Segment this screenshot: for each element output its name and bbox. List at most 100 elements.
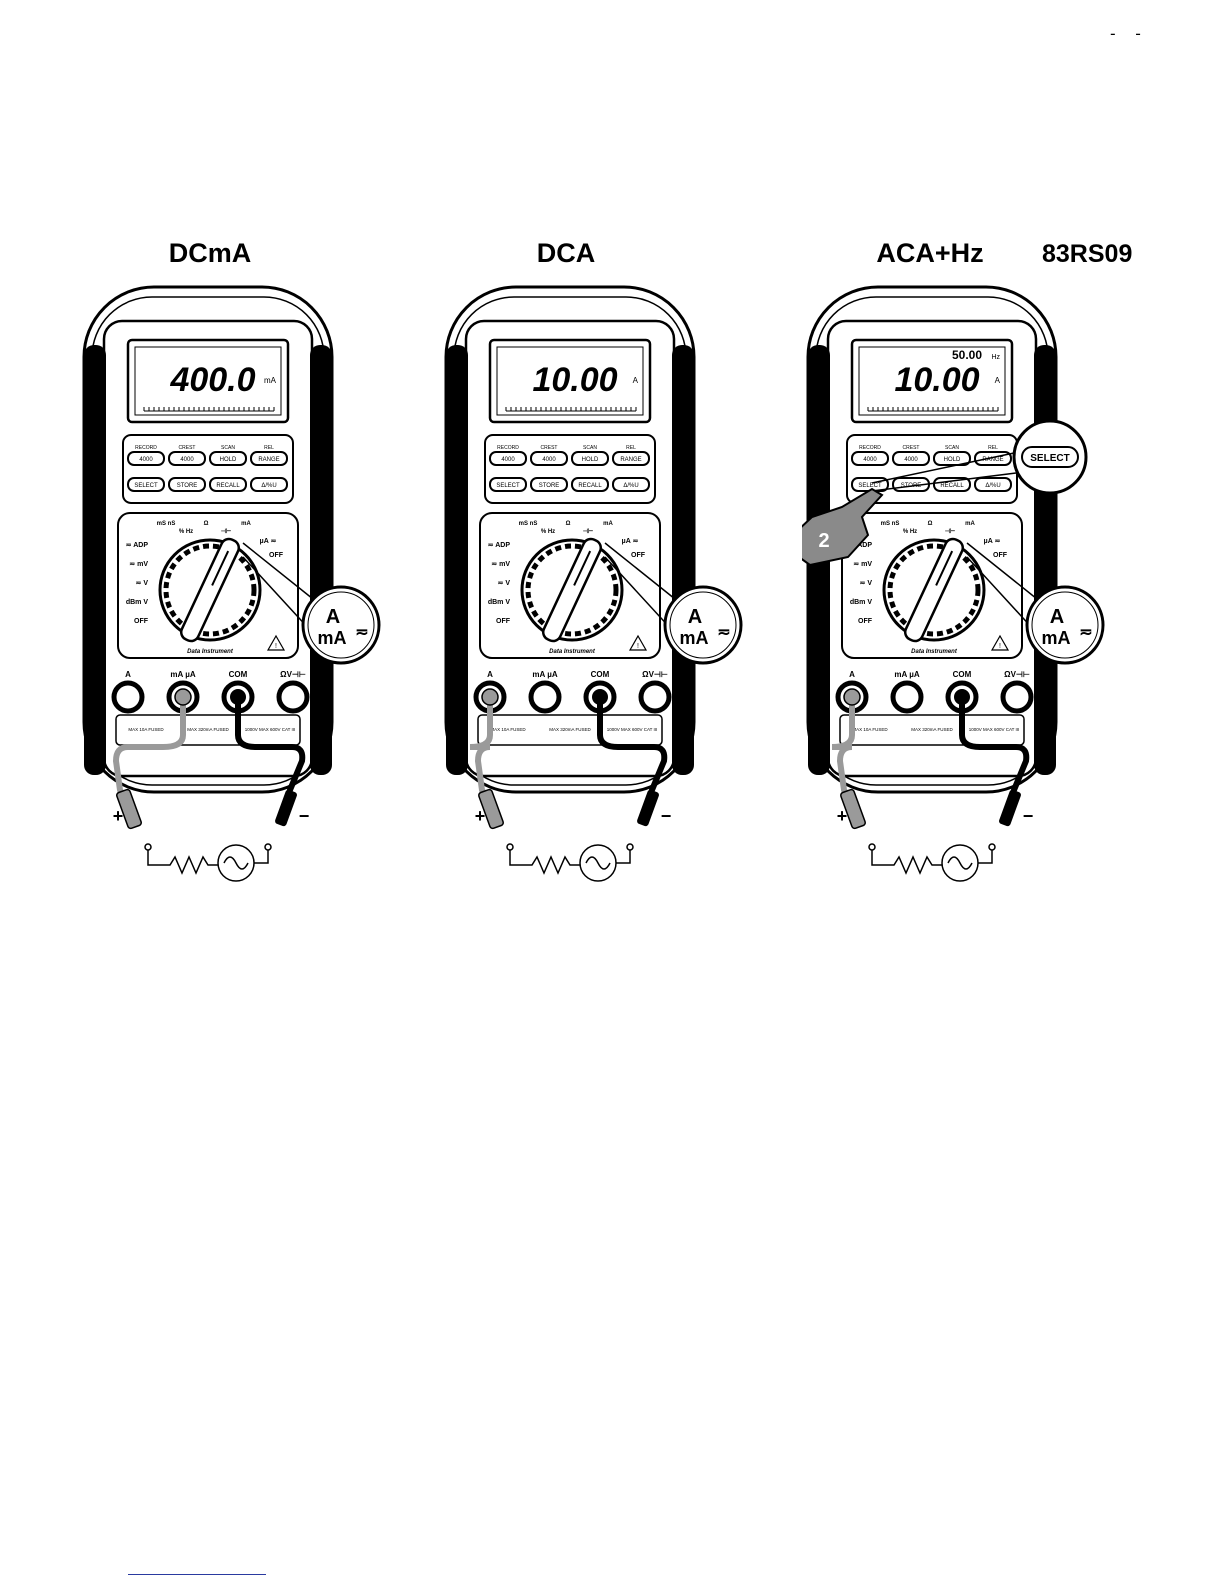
pointing-hand-icon: [802, 487, 884, 567]
probe-plus-sign: +: [475, 806, 486, 826]
lcd-unit: A: [995, 376, 1001, 385]
jack-label: mA µA: [170, 670, 195, 679]
callout-line: [242, 556, 311, 631]
probe-minus: [275, 789, 297, 827]
callout-line: [966, 556, 1035, 631]
dial-label-left: ≂ V: [498, 580, 511, 587]
keypad-button: [209, 477, 247, 492]
key-top-label: CREST: [179, 445, 196, 451]
dial-label-left: dBm V: [488, 599, 511, 606]
brand-label: Data Instrument: [911, 649, 958, 655]
ac-source-wave: [585, 856, 611, 870]
magnifier-callout: [663, 585, 743, 665]
jack-label: COM: [953, 670, 972, 679]
circuit-node: [144, 843, 152, 851]
input-jack: [890, 680, 924, 714]
probe-minus: [637, 789, 659, 827]
resistor-symbol: [147, 850, 218, 875]
brand-label: Data Instrument: [187, 649, 234, 655]
probe-minus: [999, 789, 1021, 827]
key-label: Δ/%U: [985, 483, 1000, 489]
dial-label-right: µA ≂: [622, 538, 639, 545]
callout-line: [604, 542, 681, 604]
warning-icon: [266, 634, 286, 651]
probe-plus-sign: +: [113, 806, 124, 826]
keypad-button: [168, 451, 206, 466]
select-button-zoom-label: SELECT: [1030, 453, 1069, 464]
input-jack: [276, 680, 310, 714]
plug-plus: [174, 688, 192, 706]
key-label: 4000: [139, 457, 153, 463]
keypad-button: [974, 477, 1012, 492]
dial-knurl: [163, 543, 257, 637]
warning-icon: [990, 634, 1010, 651]
figure-id: 83RS09: [1042, 240, 1133, 268]
dial-label-top: Ω: [566, 521, 571, 527]
probe-plus-sign: +: [837, 806, 848, 826]
key-top-label: RECORD: [497, 445, 519, 451]
left-grip: [84, 345, 106, 775]
magnifier-bottom-label: mA: [679, 628, 708, 648]
fuse-label: MAX 10A FUSED: [490, 727, 526, 732]
dial-label-right: OFF: [269, 552, 284, 559]
select-button-zoom: [1021, 446, 1079, 468]
dial-label-right: µA ≂: [260, 538, 277, 545]
key-label: SELECT: [858, 483, 882, 489]
dial-label-top: % Hz: [903, 529, 917, 535]
key-top-label: RECORD: [135, 445, 157, 451]
dial-knurl: [525, 543, 619, 637]
jack-label: mA µA: [894, 670, 919, 679]
fuse-label: MAX 10A FUSED: [128, 727, 164, 732]
magnifier-ring: [669, 591, 737, 659]
fuse-label-box: [839, 714, 1025, 746]
callout-line: [966, 542, 1043, 604]
plug-plus: [843, 688, 861, 706]
key-top-label: REL: [626, 445, 636, 451]
keypad-button: [851, 451, 889, 466]
lcd-unit: mA: [264, 376, 277, 385]
jack-label: COM: [229, 670, 248, 679]
dial-label-top: mA: [965, 521, 975, 527]
key-label: HOLD: [582, 457, 599, 463]
key-top-label: SCAN: [583, 445, 597, 451]
key-label: STORE: [539, 483, 560, 489]
dial-label-left: ≂ ADP: [488, 542, 511, 549]
dial-label-top: % Hz: [541, 529, 555, 535]
test-lead-plus: [112, 694, 186, 808]
dial-label-top: mS nS: [881, 521, 900, 527]
plug-plus: [481, 688, 499, 706]
key-label: 4000: [863, 457, 877, 463]
test-lead-minus: [235, 694, 306, 793]
dial-pointer: [903, 537, 965, 643]
key-label: 4000: [501, 457, 515, 463]
key-label: SELECT: [134, 483, 158, 489]
dial-label-left: dBm V: [126, 599, 149, 606]
panel-title-dca: DCA: [536, 238, 596, 268]
dial-label-right: OFF: [993, 552, 1008, 559]
fuse-label: 1000V MAX 600V CAT III: [245, 727, 296, 732]
circuit-wire: [978, 850, 993, 864]
lcd-reading: 10.00: [894, 361, 979, 399]
test-lead-minus: [959, 694, 1030, 793]
panel-title-dcma: DCmA: [168, 238, 252, 268]
keypad-button: [530, 451, 568, 466]
key-label: RECALL: [578, 483, 602, 489]
key-top-label: RECORD: [859, 445, 881, 451]
warning-icon: [628, 634, 648, 651]
magnifier-symbol: ≂: [1079, 624, 1092, 641]
panel-title-aca-hz: ACA+Hz: [876, 238, 984, 268]
dial-label-left: dBm V: [850, 599, 873, 606]
lcd-frame: [488, 338, 652, 424]
dial-label-top: % Hz: [179, 529, 193, 535]
key-top-label: SCAN: [221, 445, 235, 451]
right-grip: [1034, 345, 1056, 775]
lcd-unit: A: [633, 376, 639, 385]
dial-label-left: ≂ mV: [853, 561, 872, 568]
fuse-label: 1000V MAX 600V CAT III: [969, 727, 1020, 732]
jack-label: ΩV⊣⊢: [642, 669, 668, 679]
magnifier-ring: [307, 591, 375, 659]
circuit-node: [868, 843, 876, 851]
